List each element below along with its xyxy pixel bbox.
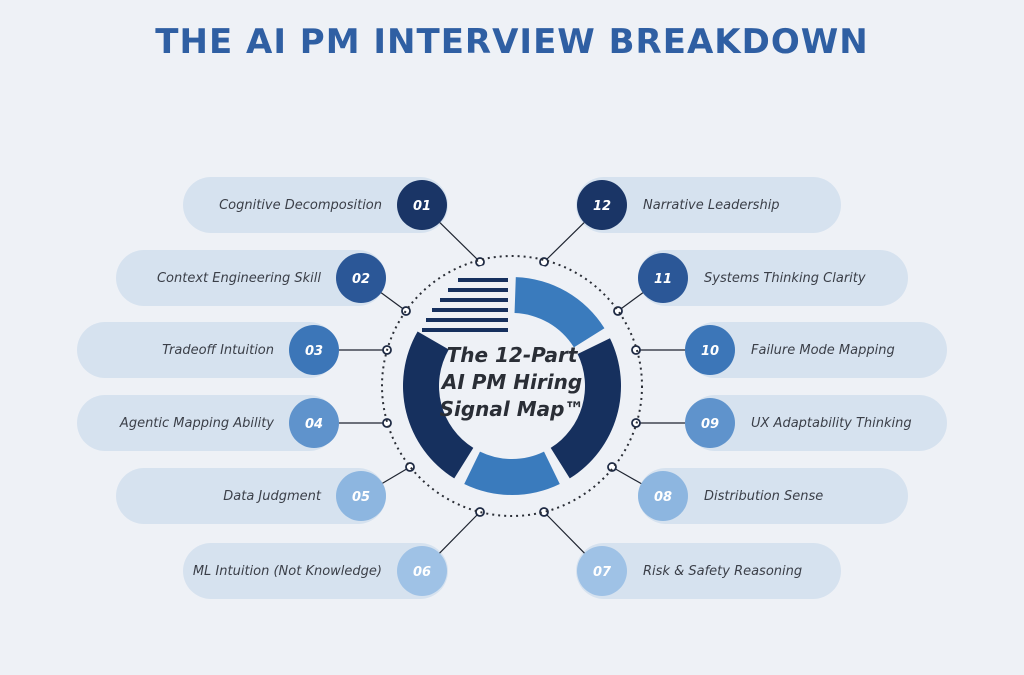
connector-dot — [475, 257, 485, 267]
signal-item-08: 08 Distribution Sense — [607, 462, 908, 524]
signal-label: Systems Thinking Clarity — [704, 271, 866, 286]
signal-item-01: 01 Cognitive Decomposition — [183, 177, 485, 267]
ring-segment-right — [550, 338, 622, 479]
ring-segment-top-right — [514, 277, 605, 348]
signal-pill — [116, 468, 386, 524]
connector-line — [380, 292, 407, 312]
number-label: 11 — [654, 272, 672, 287]
connector-line — [611, 466, 642, 485]
center-title-line-1: The 12-Part — [447, 343, 579, 367]
signal-item-09: 09 UX Adaptability Thinking — [631, 395, 947, 451]
center-title-line-3: Signal Map™ — [440, 397, 585, 421]
signal-pill — [687, 395, 947, 451]
signal-label: Data Judgment — [223, 489, 322, 504]
connector-line — [439, 222, 481, 263]
signal-item-02: 02 Context Engineering Skill — [116, 250, 411, 316]
signal-label: ML Intuition (Not Knowledge) — [193, 564, 382, 579]
signal-item-12: 12 Narrative Leadership — [539, 177, 841, 267]
signal-item-10: 10 Failure Mode Mapping — [631, 322, 947, 378]
connector-dot — [631, 345, 641, 355]
outer-dotted-ring — [381, 255, 643, 517]
signal-label: Cognitive Decomposition — [219, 198, 382, 213]
number-label: 07 — [593, 565, 612, 580]
signal-pill — [576, 543, 841, 599]
number-label: 01 — [413, 199, 431, 214]
signal-pill — [576, 177, 841, 233]
connector-dot — [382, 418, 392, 428]
number-badge — [336, 253, 386, 303]
number-label: 12 — [593, 199, 611, 214]
signal-item-05: 05 Data Judgment — [116, 462, 415, 524]
connector-line — [617, 292, 644, 312]
number-badge — [638, 253, 688, 303]
signal-pill — [77, 395, 337, 451]
page-title: THE AI PM INTERVIEW BREAKDOWN — [155, 22, 869, 62]
signal-label: Context Engineering Skill — [157, 271, 321, 286]
signal-label: UX Adaptability Thinking — [751, 416, 912, 431]
signal-pill — [638, 250, 908, 306]
ring-segment-bottom — [464, 451, 560, 495]
signal-pill — [77, 322, 337, 378]
connector-line — [543, 222, 585, 263]
number-label: 09 — [701, 417, 719, 432]
signal-label: Distribution Sense — [704, 489, 823, 504]
signal-pill — [183, 177, 448, 233]
number-label: 02 — [352, 272, 370, 287]
number-badge — [289, 398, 339, 448]
connector-dot — [539, 257, 549, 267]
number-badge — [685, 325, 735, 375]
number-label: 03 — [305, 344, 323, 359]
number-badge — [685, 398, 735, 448]
connector-line — [543, 511, 585, 554]
number-badge — [577, 180, 627, 230]
ring-segment-left — [403, 331, 474, 479]
number-label: 04 — [305, 417, 323, 432]
ring-stripes — [422, 278, 508, 332]
number-badge — [289, 325, 339, 375]
number-badge — [577, 546, 627, 596]
signal-item-03: 03 Tradeoff Intuition — [77, 322, 392, 378]
signal-item-07: 07 Risk & Safety Reasoning — [539, 507, 841, 599]
signal-item-11: 11 Systems Thinking Clarity — [613, 250, 908, 316]
signal-pill — [638, 468, 908, 524]
signal-pill — [687, 322, 947, 378]
number-badge — [336, 471, 386, 521]
connector-line — [382, 466, 411, 484]
connector-dot — [475, 507, 485, 517]
number-label: 08 — [654, 490, 672, 505]
signal-label: Tradeoff Intuition — [162, 343, 274, 358]
signal-pill — [183, 543, 448, 599]
signal-label: Risk & Safety Reasoning — [643, 564, 802, 579]
number-label: 05 — [352, 490, 370, 505]
signal-pill — [116, 250, 386, 306]
signal-label: Failure Mode Mapping — [751, 343, 895, 358]
number-label: 06 — [413, 565, 431, 580]
signal-item-04: 04 Agentic Mapping Ability — [77, 395, 392, 451]
number-badge — [638, 471, 688, 521]
signal-label: Narrative Leadership — [643, 198, 780, 213]
center-title-line-2: AI PM Hiring — [440, 370, 582, 394]
signal-label: Agentic Mapping Ability — [119, 416, 274, 431]
number-label: 10 — [701, 344, 719, 359]
connector-line — [439, 511, 481, 554]
number-badge — [397, 180, 447, 230]
center-hub: The 12-Part AI PM Hiring Signal Map™ — [381, 255, 643, 517]
connector-dot — [401, 306, 411, 316]
signal-item-06: 06 ML Intuition (Not Knowledge) — [183, 507, 485, 599]
number-badge — [397, 546, 447, 596]
